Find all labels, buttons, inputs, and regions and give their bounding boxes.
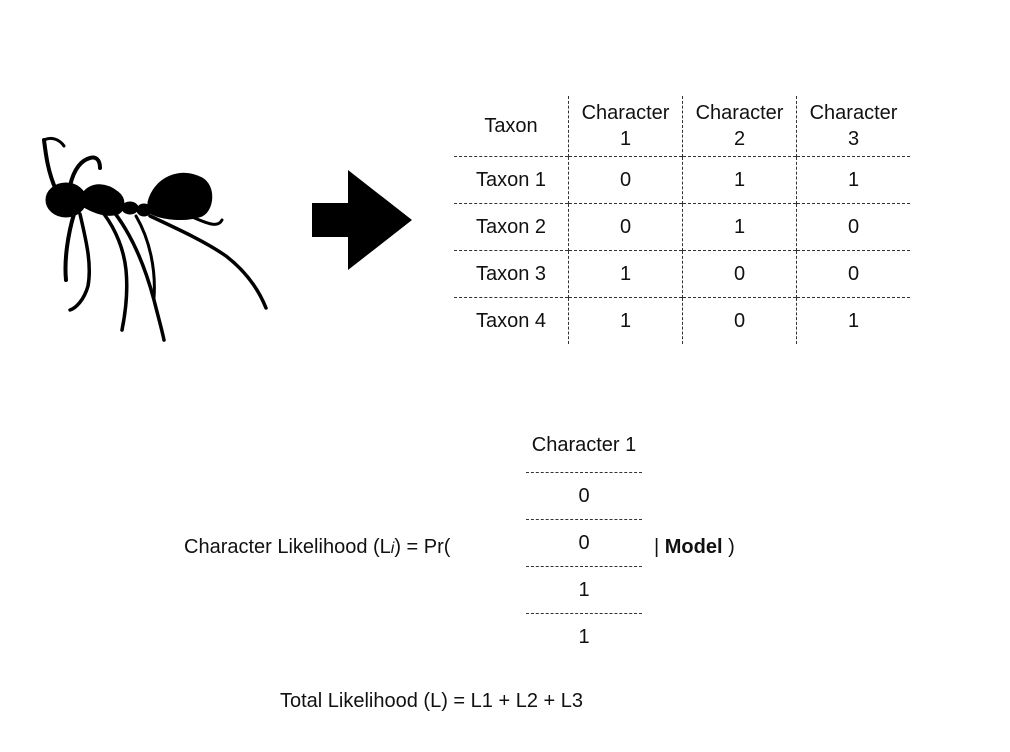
vector-header-label: Character 1 (531, 434, 637, 456)
character-state: 0 (568, 156, 683, 204)
header-character-3: Character 3 (796, 96, 910, 157)
taxon-name: Taxon 1 (454, 156, 569, 204)
character-state: 1 (682, 203, 797, 251)
table-row: 0 (526, 472, 642, 520)
ant-silhouette-icon (42, 136, 268, 342)
taxon-name: Taxon 2 (454, 203, 569, 251)
header-character-1: Character 1 (568, 96, 683, 157)
closing-paren: ) (728, 536, 735, 558)
model-label: Model (664, 536, 723, 558)
conditional-bar: | (654, 536, 660, 558)
character-column-vector: Character 1 0 0 1 1 (526, 418, 642, 660)
vector-value: 0 (526, 472, 642, 520)
character-state: 0 (682, 297, 797, 344)
taxon-name: Taxon 3 (454, 250, 569, 298)
table-row: 1 (526, 566, 642, 614)
character-state: 0 (796, 250, 910, 298)
table-row: 0 (526, 519, 642, 567)
character-state: 1 (568, 297, 683, 344)
matrix-header-row: Taxon Character 1 Character 2 Character … (454, 96, 910, 157)
vector-header-row: Character 1 (526, 418, 642, 473)
character-likelihood-formula: Character Likelihood (Li) = Pr( (184, 536, 450, 559)
table-row: Taxon 4 1 0 1 (454, 297, 910, 344)
formula-subscript: i (390, 540, 395, 557)
total-likelihood-formula: Total Likelihood (L) = L1 + L2 + L3 (280, 690, 583, 712)
header-character-3-label: Character 3 (809, 102, 898, 150)
header-taxon: Taxon (484, 115, 538, 137)
character-state: 1 (568, 250, 683, 298)
table-row: Taxon 3 1 0 0 (454, 250, 910, 298)
header-character-1-label: Character 1 (581, 102, 670, 150)
formula-suffix: ) = Pr( (394, 536, 451, 558)
taxon-name: Taxon 4 (454, 297, 569, 344)
character-state: 1 (796, 156, 910, 204)
character-state: 1 (682, 156, 797, 204)
vector-value: 1 (526, 566, 642, 614)
right-arrow-icon (312, 170, 412, 270)
table-row: Taxon 1 0 1 1 (454, 156, 910, 204)
character-state: 0 (682, 250, 797, 298)
table-row: 1 (526, 613, 642, 660)
header-character-2: Character 2 (682, 96, 797, 157)
vector-value: 0 (526, 519, 642, 567)
character-state: 1 (796, 297, 910, 344)
table-row: Taxon 2 0 1 0 (454, 203, 910, 251)
character-state: 0 (568, 203, 683, 251)
formula-prefix: Character Likelihood (L (184, 536, 391, 558)
vector-value: 1 (526, 613, 642, 660)
character-matrix-table: Taxon Character 1 Character 2 Character … (454, 96, 910, 344)
header-character-2-label: Character 2 (695, 102, 784, 150)
vector-header: Character 1 (526, 418, 642, 473)
formula-model-condition: | Model ) (654, 536, 735, 559)
character-state: 0 (796, 203, 910, 251)
